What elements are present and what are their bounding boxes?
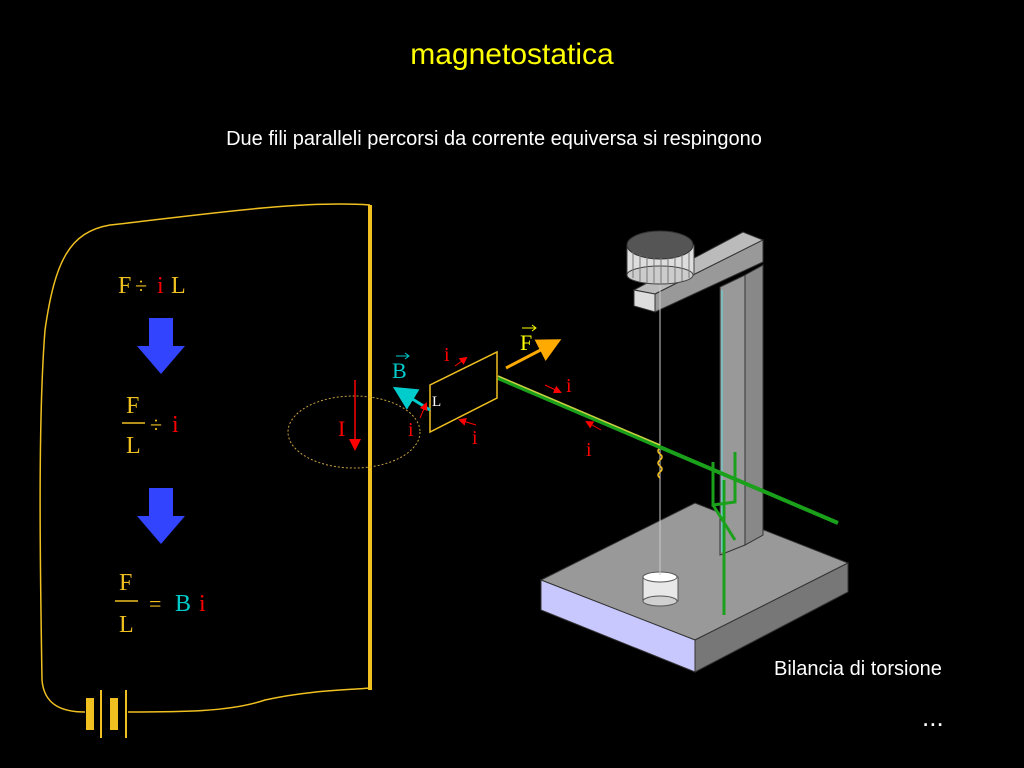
circuit-wire (39, 203, 371, 713)
balance-base (539, 502, 850, 673)
formula-1-i: i (157, 273, 164, 299)
formula-2-prop: ÷ (150, 412, 162, 437)
conductor-segment (429, 350, 498, 434)
horizontal-rod-green (497, 376, 839, 525)
torsion-knob (626, 230, 695, 285)
field-line-ellipse (287, 395, 421, 469)
balance-column (719, 264, 764, 556)
B-vector-arrowhead (404, 352, 410, 360)
length-L-label: L (432, 394, 441, 410)
formula-3-numerator: F (119, 570, 132, 596)
formula-2-i: i (172, 412, 179, 438)
weight-cylinder (642, 571, 679, 607)
formula-2-numerator: F (126, 393, 139, 419)
svg-text:i: i (472, 427, 478, 449)
svg-text:i: i (444, 344, 450, 366)
B-label: B (392, 358, 407, 383)
svg-text:i: i (586, 439, 592, 461)
slide-title: magnetostatica (410, 38, 614, 71)
formula-3-i: i (199, 591, 206, 617)
svg-text:i: i (566, 375, 572, 397)
formula-3-denominator: L (119, 612, 134, 638)
formula-1-prop: ÷ (135, 273, 147, 298)
F-vector-arrowhead (531, 324, 537, 332)
F-label: F (520, 330, 532, 355)
balance-caption: Bilancia di torsione (774, 658, 942, 680)
svg-text:i: i (408, 419, 414, 441)
formula-1-L: L (171, 273, 186, 299)
continuation-ellipsis: ... (922, 702, 944, 732)
F-force-arrow (505, 339, 562, 370)
blue-down-arrow-1 (137, 318, 185, 374)
formula-2-denominator: L (126, 433, 141, 459)
slide-subtitle: Due fili paralleli percorsi da corrente … (226, 128, 762, 150)
current-i-markers: i i i i i (408, 344, 602, 461)
horizontal-rod-yellow (497, 375, 661, 446)
formula-3-equals: = (149, 591, 161, 616)
spring-coil (657, 447, 663, 479)
hanging-wire-green (711, 452, 737, 615)
formula-3-B: B (175, 591, 191, 617)
battery-icon (86, 690, 127, 738)
formula-1-F: F (118, 273, 131, 299)
blue-down-arrow-2 (137, 488, 185, 544)
current-I-label: I (338, 416, 345, 441)
